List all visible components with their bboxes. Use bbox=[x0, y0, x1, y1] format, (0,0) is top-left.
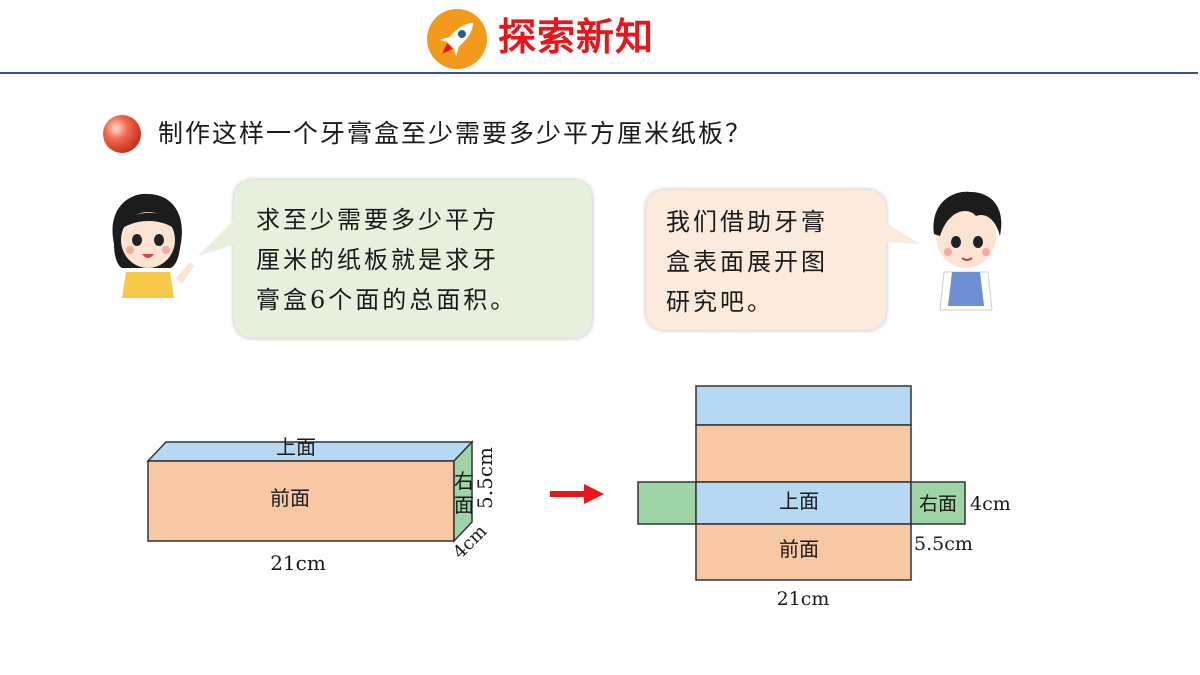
net-height-label: 5.5cm bbox=[914, 533, 973, 555]
net-length-label: 21cm bbox=[777, 588, 830, 610]
question-text: 制作这样一个牙膏盒至少需要多少平方厘米纸板？ bbox=[158, 119, 753, 148]
header-divider bbox=[0, 72, 1198, 74]
girl-avatar bbox=[92, 186, 202, 306]
box-length-label: 21cm bbox=[270, 551, 326, 575]
bubble-line: 膏盒6个面的总面积。 bbox=[256, 286, 518, 314]
girl-bubble-tail bbox=[198, 218, 236, 256]
net-right-label: 右面 bbox=[919, 493, 957, 515]
girl-speech-bubble: 求至少需要多少平方 厘米的纸板就是求牙 膏盒6个面的总面积。 bbox=[234, 180, 592, 338]
arrow-right-icon bbox=[550, 484, 604, 504]
bubble-line: 研究吧。 bbox=[666, 288, 774, 316]
box-height-label: 5.5cm bbox=[473, 447, 497, 509]
net-width-label: 4cm bbox=[970, 493, 1011, 515]
net-front-face bbox=[695, 523, 912, 581]
net-right-face bbox=[910, 481, 966, 525]
boy-bubble-tail bbox=[884, 222, 920, 244]
box-right-label: 右 bbox=[454, 469, 474, 493]
red-ball-icon bbox=[102, 114, 142, 154]
box-right-label: 面 bbox=[454, 493, 474, 517]
bubble-line: 盒表面展开图 bbox=[666, 248, 828, 276]
box-top-label: 上面 bbox=[276, 435, 316, 459]
net-left-face bbox=[637, 481, 697, 525]
box-front-face bbox=[147, 460, 455, 542]
net-top-label: 上面 bbox=[779, 489, 819, 513]
net-bottom-face bbox=[695, 385, 912, 426]
bubble-line: 厘米的纸板就是求牙 bbox=[256, 246, 499, 274]
toothpaste-box-diagram: 上面 前面 右 面 21cm 5.5cm 4cm 上面 右面 前面 4cm 5.… bbox=[146, 385, 1011, 610]
boy-avatar bbox=[916, 186, 1016, 314]
net-front-label: 前面 bbox=[779, 537, 819, 561]
net-back-face bbox=[695, 424, 912, 483]
rocket-icon bbox=[426, 8, 488, 70]
bubble-line: 求至少需要多少平方 bbox=[256, 206, 499, 234]
bubble-line: 我们借助牙膏 bbox=[666, 208, 828, 236]
section-title: 探索新知 bbox=[498, 15, 655, 59]
box-right-face bbox=[453, 440, 473, 543]
box-front-label: 前面 bbox=[270, 486, 310, 510]
boy-speech-bubble: 我们借助牙膏 盒表面展开图 研究吧。 bbox=[646, 190, 886, 330]
